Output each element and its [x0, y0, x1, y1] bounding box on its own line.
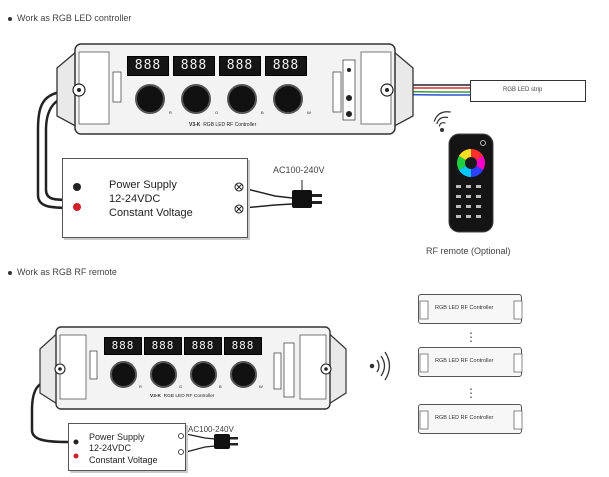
receivers-ellipsis-2: ⋮: [465, 386, 477, 400]
led-strip-label: RGB LED strip: [503, 87, 543, 93]
knob-r[interactable]: [135, 84, 165, 114]
mains-label: AC100-240V: [273, 165, 325, 175]
receiver-controller-3: RGB LED RF Controller: [418, 404, 523, 434]
controller-2-model-name: V3-K RGB LED RF Controller: [150, 394, 215, 399]
knob-2-w[interactable]: [230, 361, 257, 388]
power-supply-main: Power Supply 12-24VDC Constant Voltage: [62, 158, 248, 238]
psu-line2: 12-24VDC: [109, 192, 161, 205]
psu-line3: Constant Voltage: [109, 206, 193, 219]
rgb-led-strip: RGB LED strip: [470, 80, 586, 102]
display-panel-2-b: 888: [184, 337, 222, 355]
controller-model-name: V3-K RGB LED RF Controller: [189, 122, 257, 128]
display-panel-2-w: 888: [224, 337, 262, 355]
remote-buttons: [456, 185, 481, 218]
knob-w[interactable]: [273, 84, 303, 114]
psu-terminal-black: [73, 183, 81, 191]
display-digits-g: 888: [180, 58, 208, 73]
receiver-controller-1: RGB LED RF Controller: [418, 294, 523, 324]
psu2-terminal-red: [73, 453, 79, 459]
bullet-icon: [8, 270, 12, 275]
psu-terminal-n-icon: [234, 204, 244, 214]
psu-line1: Power Supply: [109, 179, 177, 191]
knob-2-g[interactable]: [150, 361, 177, 388]
knob-g-label: G: [215, 110, 219, 115]
knob-2-b[interactable]: [190, 361, 217, 388]
section-remote-title: Work as RGB RF remote: [8, 267, 117, 277]
power-supply-section2: Power Supply 12-24VDC Constant Voltage: [68, 423, 186, 471]
psu-text-block: Power Supply 12-24VDC Constant Voltage: [109, 179, 193, 220]
ac-plug-icon: [292, 180, 322, 208]
psu-terminal-red: [73, 203, 81, 211]
knob-b[interactable]: [227, 84, 257, 114]
display-digits-w: 888: [272, 58, 300, 73]
rf-signal-icon: [369, 351, 391, 381]
display-panel-r: 888: [127, 56, 169, 76]
remote-drawing: [448, 133, 494, 233]
remote-signal-icon: [433, 111, 451, 133]
rf-controller-main: 888 888 888 888 R G B W V3-K RGB LED RF …: [55, 38, 415, 138]
ac-wire-1: [242, 187, 293, 199]
display-digits-b: 888: [226, 58, 254, 73]
psu2-terminal-black: [73, 439, 79, 445]
display-panel-2-g: 888: [144, 337, 182, 355]
receivers-ellipsis-1: ⋮: [465, 330, 477, 344]
section-controller-title: Work as RGB LED controller: [8, 13, 131, 23]
rf-remote: [448, 133, 494, 233]
psu2-text-block: Power Supply 12-24VDC Constant Voltage: [89, 432, 158, 465]
knob-g[interactable]: [181, 84, 211, 114]
power-icon: [480, 140, 486, 146]
display-panel-g: 888: [173, 56, 215, 76]
psu2-terminal-l: [178, 433, 184, 439]
ac-plug-icon-section2: [214, 434, 238, 449]
psu-terminals: [73, 182, 244, 214]
display-panel-2-r: 888: [104, 337, 142, 355]
psu2-terminals: [73, 433, 184, 459]
psu2-terminal-n: [178, 449, 184, 455]
dc-wire-black: [36, 88, 76, 210]
ac-wire-2: [242, 203, 293, 209]
remote-caption: RF remote (Optional): [426, 246, 511, 256]
color-wheel-icon: [457, 149, 485, 177]
knob-w-label: W: [307, 110, 311, 115]
knob-b-label: B: [261, 110, 264, 115]
knob-r-label: R: [169, 110, 172, 115]
receiver-controller-2: RGB LED RF Controller: [418, 347, 523, 377]
psu-terminal-l-icon: [234, 182, 244, 192]
ac-wire-section2-1: [185, 433, 216, 440]
display-digits-r: 888: [134, 58, 162, 73]
display-panel-b: 888: [219, 56, 261, 76]
display-panel-w: 888: [265, 56, 307, 76]
knob-2-r[interactable]: [110, 361, 137, 388]
bullet-icon: [8, 16, 12, 21]
rf-controller-remote-mode: 888 888 888 888 R G B W V3-K RGB LED RF …: [38, 323, 348, 413]
mains-label-section2: AC100-240V: [188, 425, 234, 434]
ac-wire-section2-2: [185, 445, 216, 453]
